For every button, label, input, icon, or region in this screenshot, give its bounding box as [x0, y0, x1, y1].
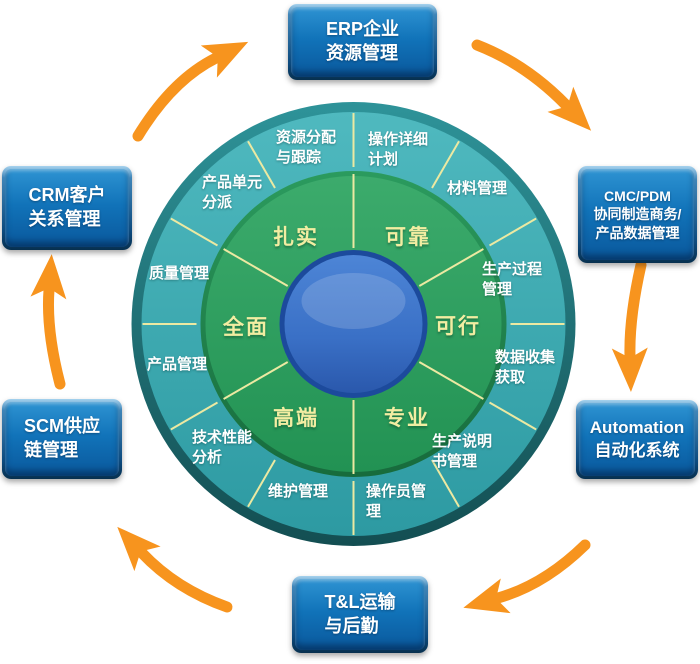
inner-segment-feasible: 可行: [435, 315, 481, 338]
inner-divider-lines: [223, 174, 484, 474]
cycle-arrows: [30, 39, 648, 614]
node-cmc-pdm: CMC/PDM 协同制造商务/ 产品数据管理: [578, 166, 697, 263]
node-erp: ERP企业 资源管理: [288, 4, 437, 80]
outer-segment-product-unit-dispatch: 产品单元 分派: [201, 174, 263, 211]
arrow-crm-to-erp: [132, 41, 249, 142]
outer-segment-maintenance-management: 维护管理: [267, 483, 329, 501]
wheel: [131, 102, 576, 546]
outer-segment-quality-management: 质量管理: [148, 265, 210, 283]
node-scm: SCM供应 链管理: [2, 399, 122, 479]
outer-divider-lines: [142, 113, 565, 535]
node-t-and-l: T&L运输 与后勤: [292, 576, 428, 653]
outer-segment-product-management: 产品管理: [146, 356, 208, 374]
node-cmc-pdm-label: CMC/PDM 协同制造商务/ 产品数据管理: [593, 187, 682, 241]
outer-segment-operator-management: 操作员管 理: [365, 483, 427, 520]
node-automation-label: Automation 自动化系统: [589, 418, 685, 460]
outer-segment-data-collection: 数据收集 获取: [494, 349, 556, 386]
outer-segment-production-process: 生产过程 管理: [481, 261, 543, 298]
node-crm-label: CRM客户 关系管理: [28, 185, 106, 229]
outer-segment-technical-performance: 技术性能 分析: [191, 429, 253, 466]
inner-segment-solid: 扎实: [273, 226, 319, 249]
outer-segment-resource-allocation: 资源分配 与跟踪: [275, 129, 337, 166]
node-automation: Automation 自动化系统: [576, 400, 698, 479]
inner-segment-high-end: 高端: [273, 407, 319, 430]
node-crm: CRM客户 关系管理: [2, 166, 132, 250]
outer-segment-material-management: 材料管理: [446, 180, 508, 198]
arrow-scm-to-crm: [30, 254, 67, 390]
arrow-erp-to-cmcpdm: [471, 39, 592, 131]
hub: [284, 255, 423, 393]
hub-gloss: [301, 273, 406, 329]
outer-segment-detailed-scheduling: 操作详细 计划: [367, 131, 429, 168]
arrow-tl-to-scm: [117, 526, 233, 613]
inner-segment-professional: 专业: [384, 407, 430, 430]
arrow-automation-to-tl: [463, 539, 591, 614]
arrow-cmcpdm-to-automation: [611, 259, 648, 392]
node-erp-label: ERP企业 资源管理: [325, 19, 399, 63]
node-t-and-l-label: T&L运输 与后勤: [324, 591, 396, 636]
outer-segment-production-instructions: 生产说明 书管理: [431, 433, 493, 470]
inner-segment-comprehensive: 全面: [223, 316, 269, 339]
inner-segment-reliable: 可靠: [385, 226, 431, 249]
node-scm-label: SCM供应 链管理: [24, 416, 100, 460]
